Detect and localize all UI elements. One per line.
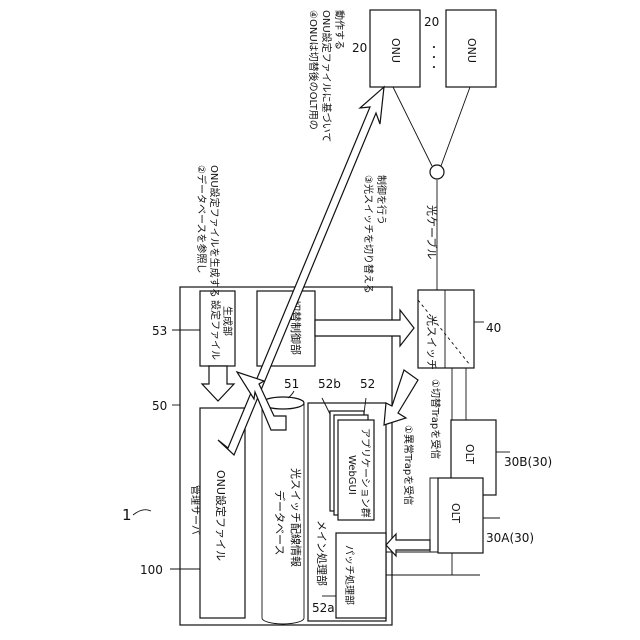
optical-cable-label: 光ケーブル	[425, 205, 439, 259]
step4-text-1: ④ONUは切替後のOLT用の	[307, 10, 320, 130]
olt-a-label: OLT	[449, 503, 462, 523]
settings-file-gen-label-1: 設定ファイル	[209, 300, 222, 360]
optical-switch-info-label: 光スイッチ配線情報	[289, 468, 303, 567]
step2-text-2: ONU設定ファイルを生成する	[208, 165, 221, 298]
ref-20-a: 20	[352, 41, 367, 55]
ref-52a: 52a	[312, 601, 335, 615]
step1-switch-text: ①切替Trapを受信	[429, 379, 442, 459]
olt-b-label: OLT	[463, 444, 476, 464]
step3-text-1: ③光スイッチを切り替える	[362, 175, 375, 294]
step1-anomaly-text: ①異常Trapを受信	[402, 425, 415, 505]
onu-settings-file-label: ONU設定ファイル	[214, 470, 228, 561]
ref-30b: 30B(30)	[504, 455, 552, 469]
database-label: データベース	[273, 490, 287, 555]
webgui-label-2: アプリケーション群	[359, 428, 372, 518]
optical-switch-label: 光スイッチ	[425, 315, 439, 370]
ref-40: 40	[486, 321, 501, 335]
ref-50: 50	[152, 399, 167, 413]
ref-52: 52	[360, 377, 375, 391]
ref-51: 51	[284, 377, 299, 391]
main-processor-label: メイン処理部	[315, 520, 329, 586]
step3-text-2: 制御を行う	[375, 175, 388, 225]
step1-small-arrow	[386, 534, 430, 556]
splitter-to-onu2	[441, 87, 470, 166]
settings-file-gen-label-2: 生成部	[221, 306, 234, 336]
step4-text-3: 動作する	[333, 10, 346, 50]
onu-2-label: ONU	[465, 38, 478, 63]
ref-20-b: 20	[424, 15, 439, 29]
onu-ellipsis: ・・・	[427, 42, 438, 72]
splitter-to-onu1	[393, 87, 432, 166]
ref-100: 100	[140, 563, 163, 577]
webgui-label-1: WebGUI	[346, 455, 357, 495]
ref-30a: 30A(30)	[486, 531, 534, 545]
ref-53: 53	[152, 324, 167, 338]
patch-processor-label: パッチ処理部	[343, 545, 356, 605]
splitter	[430, 165, 444, 179]
step4-text-2: ONU設定ファイルに基づいて	[320, 10, 333, 142]
onu-1-label: ONU	[389, 38, 402, 63]
figure-label: 1	[122, 506, 132, 524]
step2-text-1: ②データベースを参照し	[195, 165, 208, 273]
ref-52b: 52b	[318, 377, 341, 391]
figure-leader	[133, 510, 151, 515]
